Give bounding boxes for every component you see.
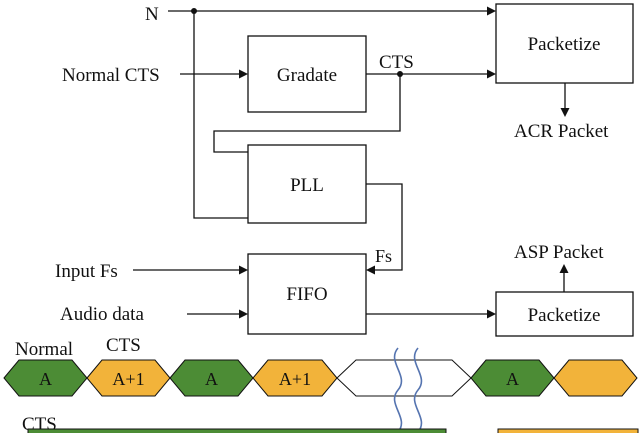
cts-feedback-wire: [213, 74, 401, 153]
time-break-wave-left: [393, 347, 403, 433]
packetize-top-label: Packetize: [528, 34, 601, 55]
asp-arrowhead: [559, 264, 569, 273]
n-arrowhead: [487, 6, 496, 16]
timeline-cts-bottom-label: CTS: [22, 414, 57, 433]
fs-wire: [366, 183, 403, 271]
timeline-segment-a-2-label: A: [205, 369, 218, 389]
pll-label: PLL: [290, 175, 324, 196]
acr-packet-label: ACR Packet: [514, 121, 609, 142]
n-to-pll-wire: [193, 11, 248, 219]
fifo-block: [247, 253, 367, 335]
time-break-wave-right: [413, 347, 423, 433]
fs-arrowhead: [366, 265, 375, 275]
audio-data-arrowhead: [239, 309, 248, 319]
input-fs-label: Input Fs: [55, 261, 118, 282]
packetize-bottom-label: Packetize: [528, 305, 601, 326]
pll-block: [247, 144, 367, 224]
timeline-cts-top-label: CTS: [106, 335, 141, 356]
input-fs-arrowhead: [239, 265, 248, 275]
fifo-label: FIFO: [286, 284, 327, 305]
timeline-segment-a-plus-1-2-label: A+1: [279, 369, 311, 389]
cts-bar-green: [27, 428, 447, 433]
gradate-label: Gradate: [277, 65, 337, 86]
timeline-segment-a-plus-1-1: A+1: [86, 359, 171, 397]
timeline-segment-a-plus-1-2: A+1: [252, 359, 338, 397]
timeline-segment-a-2: A: [169, 359, 254, 397]
timeline-segment-a-plus-1-1-label: A+1: [112, 369, 144, 389]
fs-label: Fs: [375, 246, 392, 266]
fifo-out-arrowhead: [487, 309, 496, 319]
packetize-bottom-block: [495, 291, 634, 337]
audio-data-label: Audio data: [60, 304, 144, 325]
cts-output-label: CTS: [379, 52, 414, 73]
timeline-segment-a-1: A: [3, 359, 88, 397]
timeline-segment-a-1-label: A: [39, 369, 52, 389]
packetize-top-block: [495, 3, 634, 84]
timeline-normal-label: Normal: [15, 339, 73, 360]
n-signal-label: N: [145, 4, 159, 25]
cts-out-arrowhead: [487, 69, 496, 79]
cts-bar-orange: [497, 428, 639, 433]
acr-arrowhead: [560, 108, 570, 117]
asp-packet-label: ASP Packet: [514, 242, 604, 263]
timeline-segment-a-3-label: A: [506, 369, 519, 389]
normal-cts-arrowhead: [239, 69, 248, 79]
timeline-segment-a-3: A: [470, 359, 555, 397]
normal-cts-label: Normal CTS: [62, 65, 160, 86]
gradate-block: [247, 35, 367, 113]
timeline-segment-partial: [553, 359, 638, 397]
timeline-segment-gap: [336, 359, 472, 397]
